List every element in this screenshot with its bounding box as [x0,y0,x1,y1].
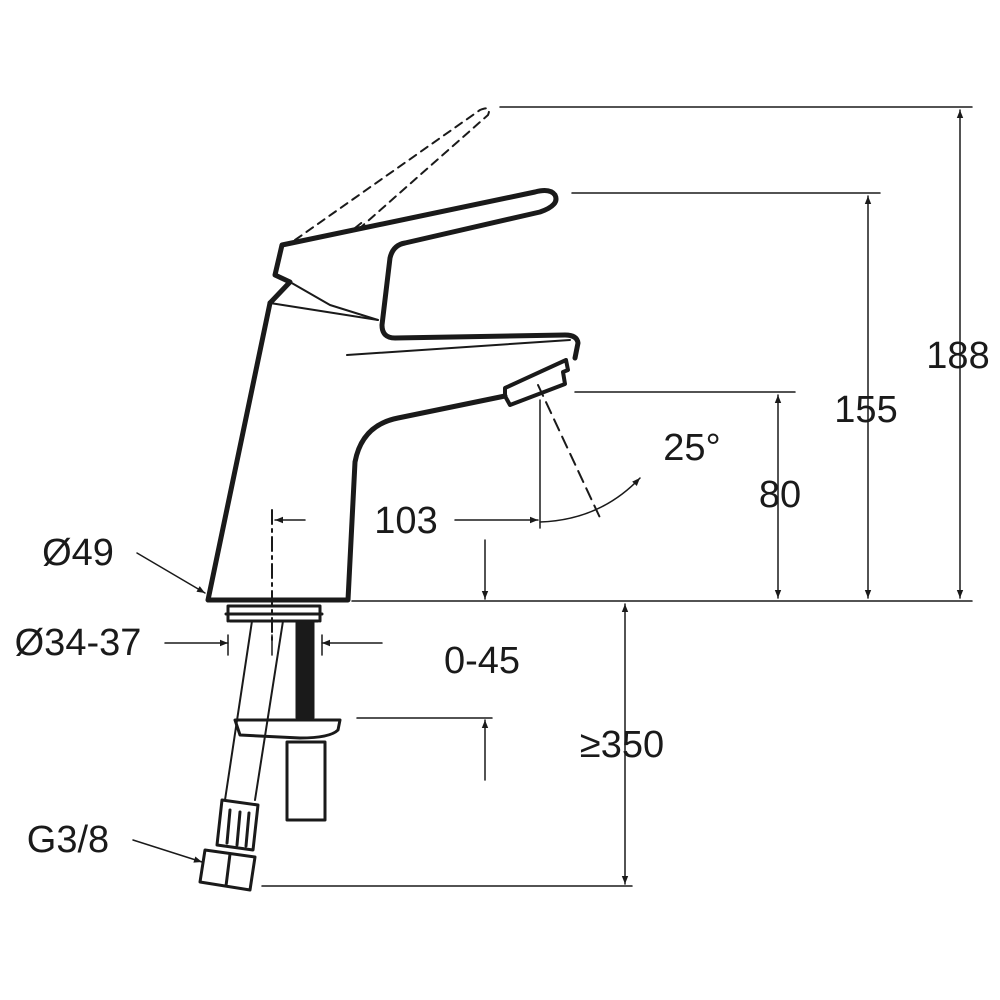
lever-joint [289,281,379,321]
base-rings [224,604,324,623]
dim-25-arc [539,477,641,523]
raised-handle-outline [294,107,490,241]
leader-g38 [132,839,203,863]
hose-ferrule [215,798,260,852]
dim-hole-diameter: Ø34-37 [14,622,142,664]
dim-total-height: 188 [926,335,990,377]
fixing-nut [285,740,327,822]
dim-handle-height: 155 [834,389,898,431]
extension-lines [261,106,973,887]
hose [224,620,284,801]
dim-base-diameter: Ø49 [42,532,114,574]
threaded-rod [295,620,315,719]
spout-line [346,339,571,356]
fixing-plate [233,718,342,740]
spray-angle-line [537,384,603,523]
lever-joint-lower [269,302,379,321]
dim-connection-thread: G3/8 [26,819,110,861]
faucet-body [205,300,508,603]
dim-deck-thickness: 0-45 [443,640,521,682]
dim-spout-height: 80 [758,474,802,516]
handle [267,188,581,361]
hex-nut [198,848,257,892]
dim-hose-length: ≥350 [579,724,665,766]
leader-d49 [136,552,206,594]
aerator [503,358,570,407]
dim-spout-reach: 103 [374,500,438,542]
dim-spout-angle: 25° [663,427,721,469]
